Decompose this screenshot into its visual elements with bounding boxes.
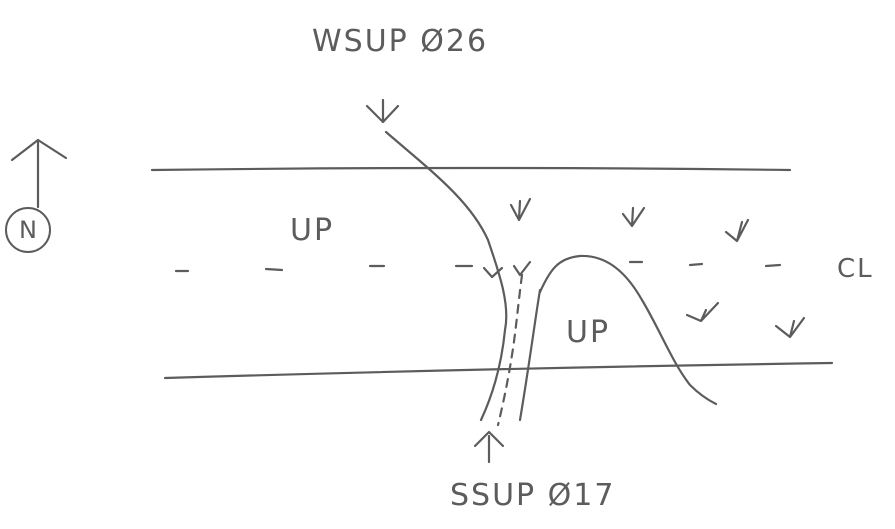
north-arrow-icon bbox=[10, 138, 68, 209]
survey-line-north bbox=[384, 130, 508, 422]
centerline bbox=[174, 260, 782, 273]
north-bank-line bbox=[150, 166, 792, 172]
upland-label-left: UP bbox=[290, 213, 335, 248]
south-entry-arrow bbox=[473, 430, 505, 464]
north-station-label: WSUP Ø26 bbox=[312, 24, 489, 59]
upland-mound-outline bbox=[538, 254, 718, 406]
wetland-marsh-symbol-icon bbox=[482, 197, 806, 339]
survey-line-south bbox=[518, 288, 542, 422]
south-station-label: SSUP Ø17 bbox=[450, 478, 616, 513]
centerline-label: CL bbox=[837, 254, 874, 284]
north-letter: N bbox=[19, 216, 37, 244]
survey-line-dashed bbox=[496, 273, 524, 427]
north-indicator: N bbox=[5, 207, 51, 253]
north-entry-arrow bbox=[365, 98, 400, 124]
upland-label-right: UP bbox=[566, 315, 611, 350]
